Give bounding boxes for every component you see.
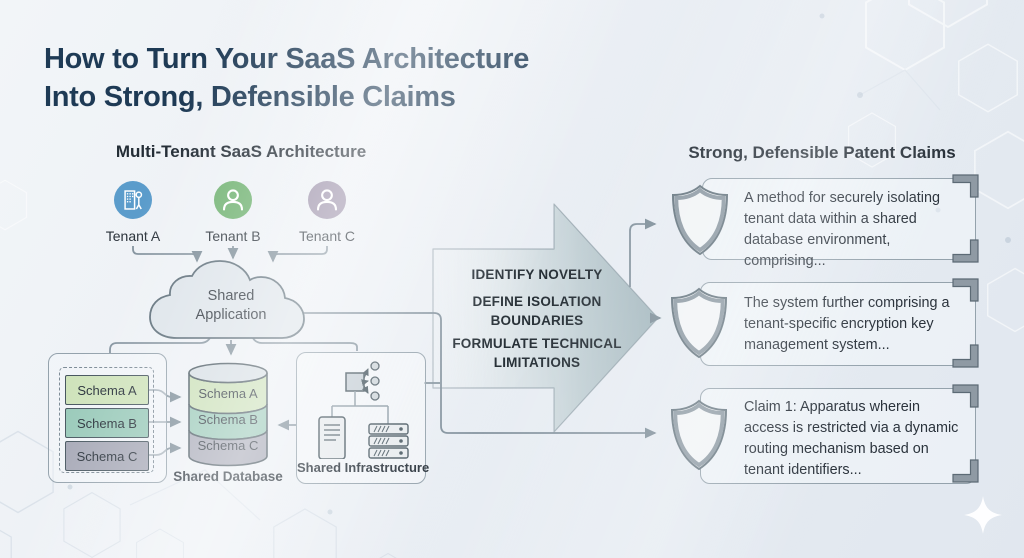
infrastructure-icons	[318, 361, 409, 460]
bracket-top-icon	[952, 384, 979, 408]
bracket-bottom-icon	[952, 239, 979, 263]
tenant-b-label: Tenant B	[205, 228, 261, 244]
shield-icon	[671, 184, 729, 256]
shield-icon	[670, 399, 728, 471]
arrow-step-identify-novelty: IDENTIFY NOVELTY	[471, 267, 603, 282]
arrow-step-formulate-limitations: FORMULATE TECHNICAL LIMITATIONS	[452, 336, 622, 370]
user-icon	[316, 189, 338, 211]
tenant-c-label: Tenant C	[298, 228, 356, 244]
connector-schema-a-db	[148, 389, 182, 403]
server-tower-icon	[318, 416, 346, 460]
connector-schema-c-db	[148, 442, 182, 456]
server-rack-icon	[368, 423, 409, 459]
page-title-line1: How to Turn Your SaaS Architecture	[44, 43, 530, 75]
page-title-line2: Into Strong, Defensible Claims	[44, 81, 456, 113]
arrow-step-define-isolation: DEFINE ISOLATION BOUNDARIES	[472, 294, 602, 328]
schema-stack-dashed-box	[59, 367, 154, 473]
shared-application-label: Shared Application	[195, 288, 267, 323]
left-section-header: Multi-Tenant SaaS Architecture	[115, 142, 367, 161]
db-band-c-label: Schema C	[198, 438, 259, 453]
tenant-c-avatar	[308, 181, 346, 219]
bracket-top-icon	[952, 278, 979, 302]
building-user-icon	[124, 190, 143, 210]
connector-tenant-a-cloud	[132, 246, 203, 263]
shared-infrastructure-label: Shared Infrastructure	[297, 460, 430, 475]
claim-1-text: A method for securely isolating tenant d…	[744, 190, 940, 269]
claim-card-1	[702, 178, 976, 260]
connector-cloud-schemas	[109, 335, 212, 354]
schema-c-row: Schema C	[65, 441, 149, 471]
tenant-b-avatar	[214, 181, 252, 219]
connector-arrow-claim1	[629, 218, 657, 287]
claim-card-2	[700, 282, 976, 366]
claim-3-text: Claim 1: Apparatus wherein access is res…	[744, 399, 959, 478]
schema-b-row: Schema B	[65, 408, 149, 438]
shared-infrastructure-box: Shared Infrastructure	[296, 352, 430, 484]
right-section-header: Strong, Defensible Patent Claims	[688, 143, 956, 162]
user-icon	[222, 189, 244, 211]
shared-database-label: Shared Database	[173, 469, 283, 484]
bracket-top-icon	[952, 174, 979, 198]
claim-card-3	[700, 388, 976, 484]
connector-tenant-c-cloud	[267, 246, 328, 263]
tenant-a-avatar	[114, 181, 152, 219]
schema-a-row: Schema A	[65, 375, 149, 405]
bracket-bottom-icon	[952, 344, 979, 368]
connector-cloud-infra	[250, 333, 358, 351]
bracket-bottom-icon	[952, 459, 979, 483]
connector-cloud-claim3	[295, 312, 657, 439]
load-balancer-icon	[345, 361, 380, 401]
sparkle-icon	[964, 496, 1002, 534]
shared-application-cloud	[149, 260, 305, 339]
db-band-a-label: Schema A	[198, 386, 258, 401]
db-band-b-label: Schema B	[198, 412, 258, 427]
shared-database-cylinder: Schema A Schema B Schema C	[188, 362, 268, 467]
tenant-a-label: Tenant A	[105, 228, 161, 244]
claim-2-text: The system further comprising a tenant-s…	[744, 295, 950, 353]
shield-icon	[670, 287, 728, 359]
